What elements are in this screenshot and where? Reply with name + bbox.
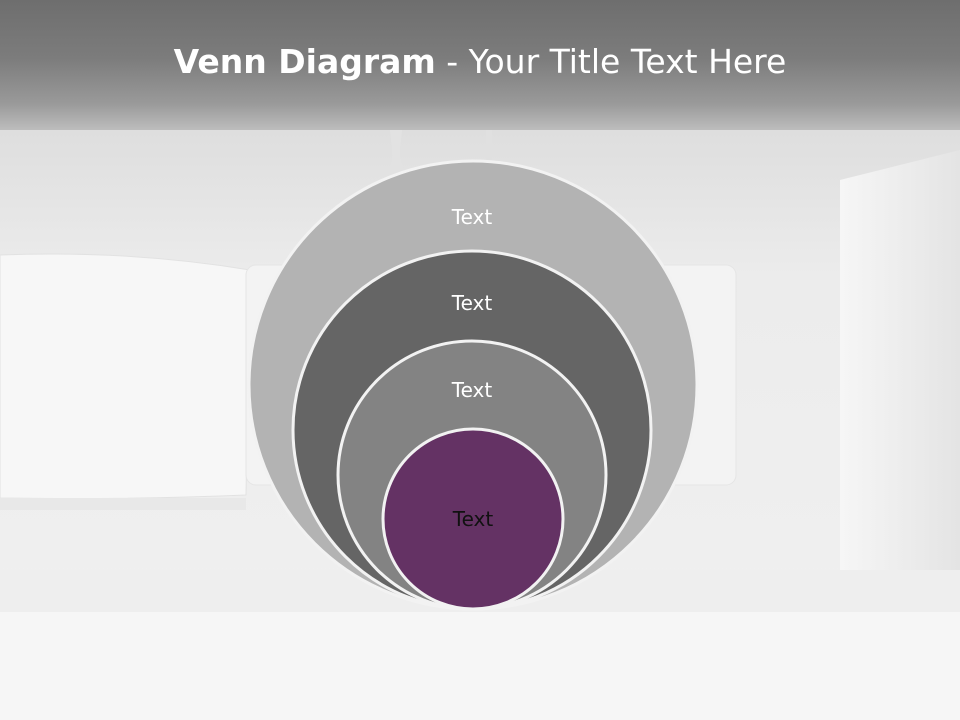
ring-4-circle [381, 427, 565, 611]
title-bar [0, 0, 960, 130]
slide-title: Venn Diagram - Your Title Text Here [0, 40, 960, 84]
ring-2-label: Text [451, 291, 493, 315]
ring-4: Text [381, 427, 565, 611]
ring-4-label: Text [452, 507, 494, 531]
ring-3-label: Text [451, 378, 493, 402]
ring-1-label: Text [451, 205, 493, 229]
title-bold-text: Venn Diagram [173, 42, 436, 81]
title-rest-text: - Your Title Text Here [435, 42, 787, 81]
